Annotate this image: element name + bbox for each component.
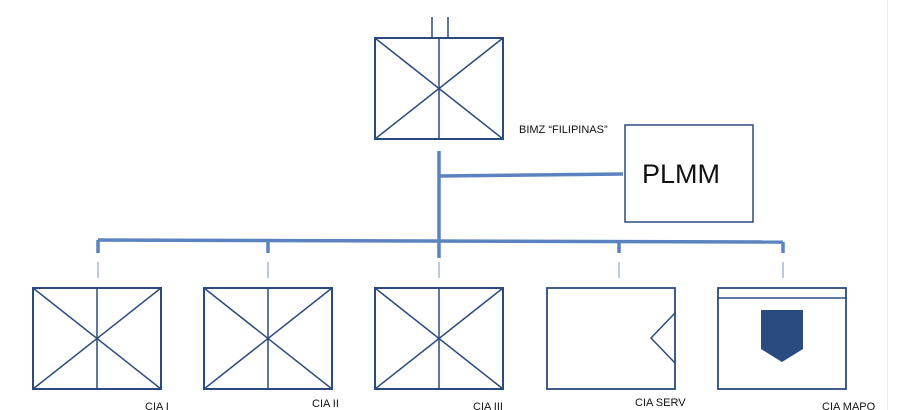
unit-label-cia-3: CIA III: [473, 401, 503, 410]
support-label: PLMM: [642, 159, 720, 189]
unit-symbol-cia-3[interactable]: [374, 287, 504, 390]
unit-symbol-cia-mapo[interactable]: [717, 287, 847, 390]
unit-label-cia-1: CIA I: [145, 401, 169, 410]
unit-symbol-frame: [717, 287, 847, 390]
hq-name-label: BIMZ “FILIPINAS”: [519, 124, 608, 136]
support-box-frame: [624, 124, 754, 223]
unit-label-cia-2: CIA II: [312, 398, 339, 410]
unit-symbol-cia-1[interactable]: [32, 287, 162, 390]
support-unit-box[interactable]: PLMM: [624, 124, 754, 223]
distribution-bar: [97, 238, 784, 244]
unit-symbol-cia-2[interactable]: [203, 287, 333, 390]
shield-icon: [761, 310, 803, 362]
connector-lines: [96, 151, 785, 278]
support-connector: [438, 172, 624, 178]
hq-unit-symbol[interactable]: [374, 17, 504, 140]
unit-label-cia-serv: CIA SERV: [635, 397, 686, 409]
unit-symbol-frame: [546, 287, 676, 390]
service-notch-symbol: [649, 312, 676, 364]
unit-symbol-cia-serv[interactable]: [546, 287, 676, 390]
unit-label-cia-mapo: CIA MAPO: [822, 401, 876, 410]
